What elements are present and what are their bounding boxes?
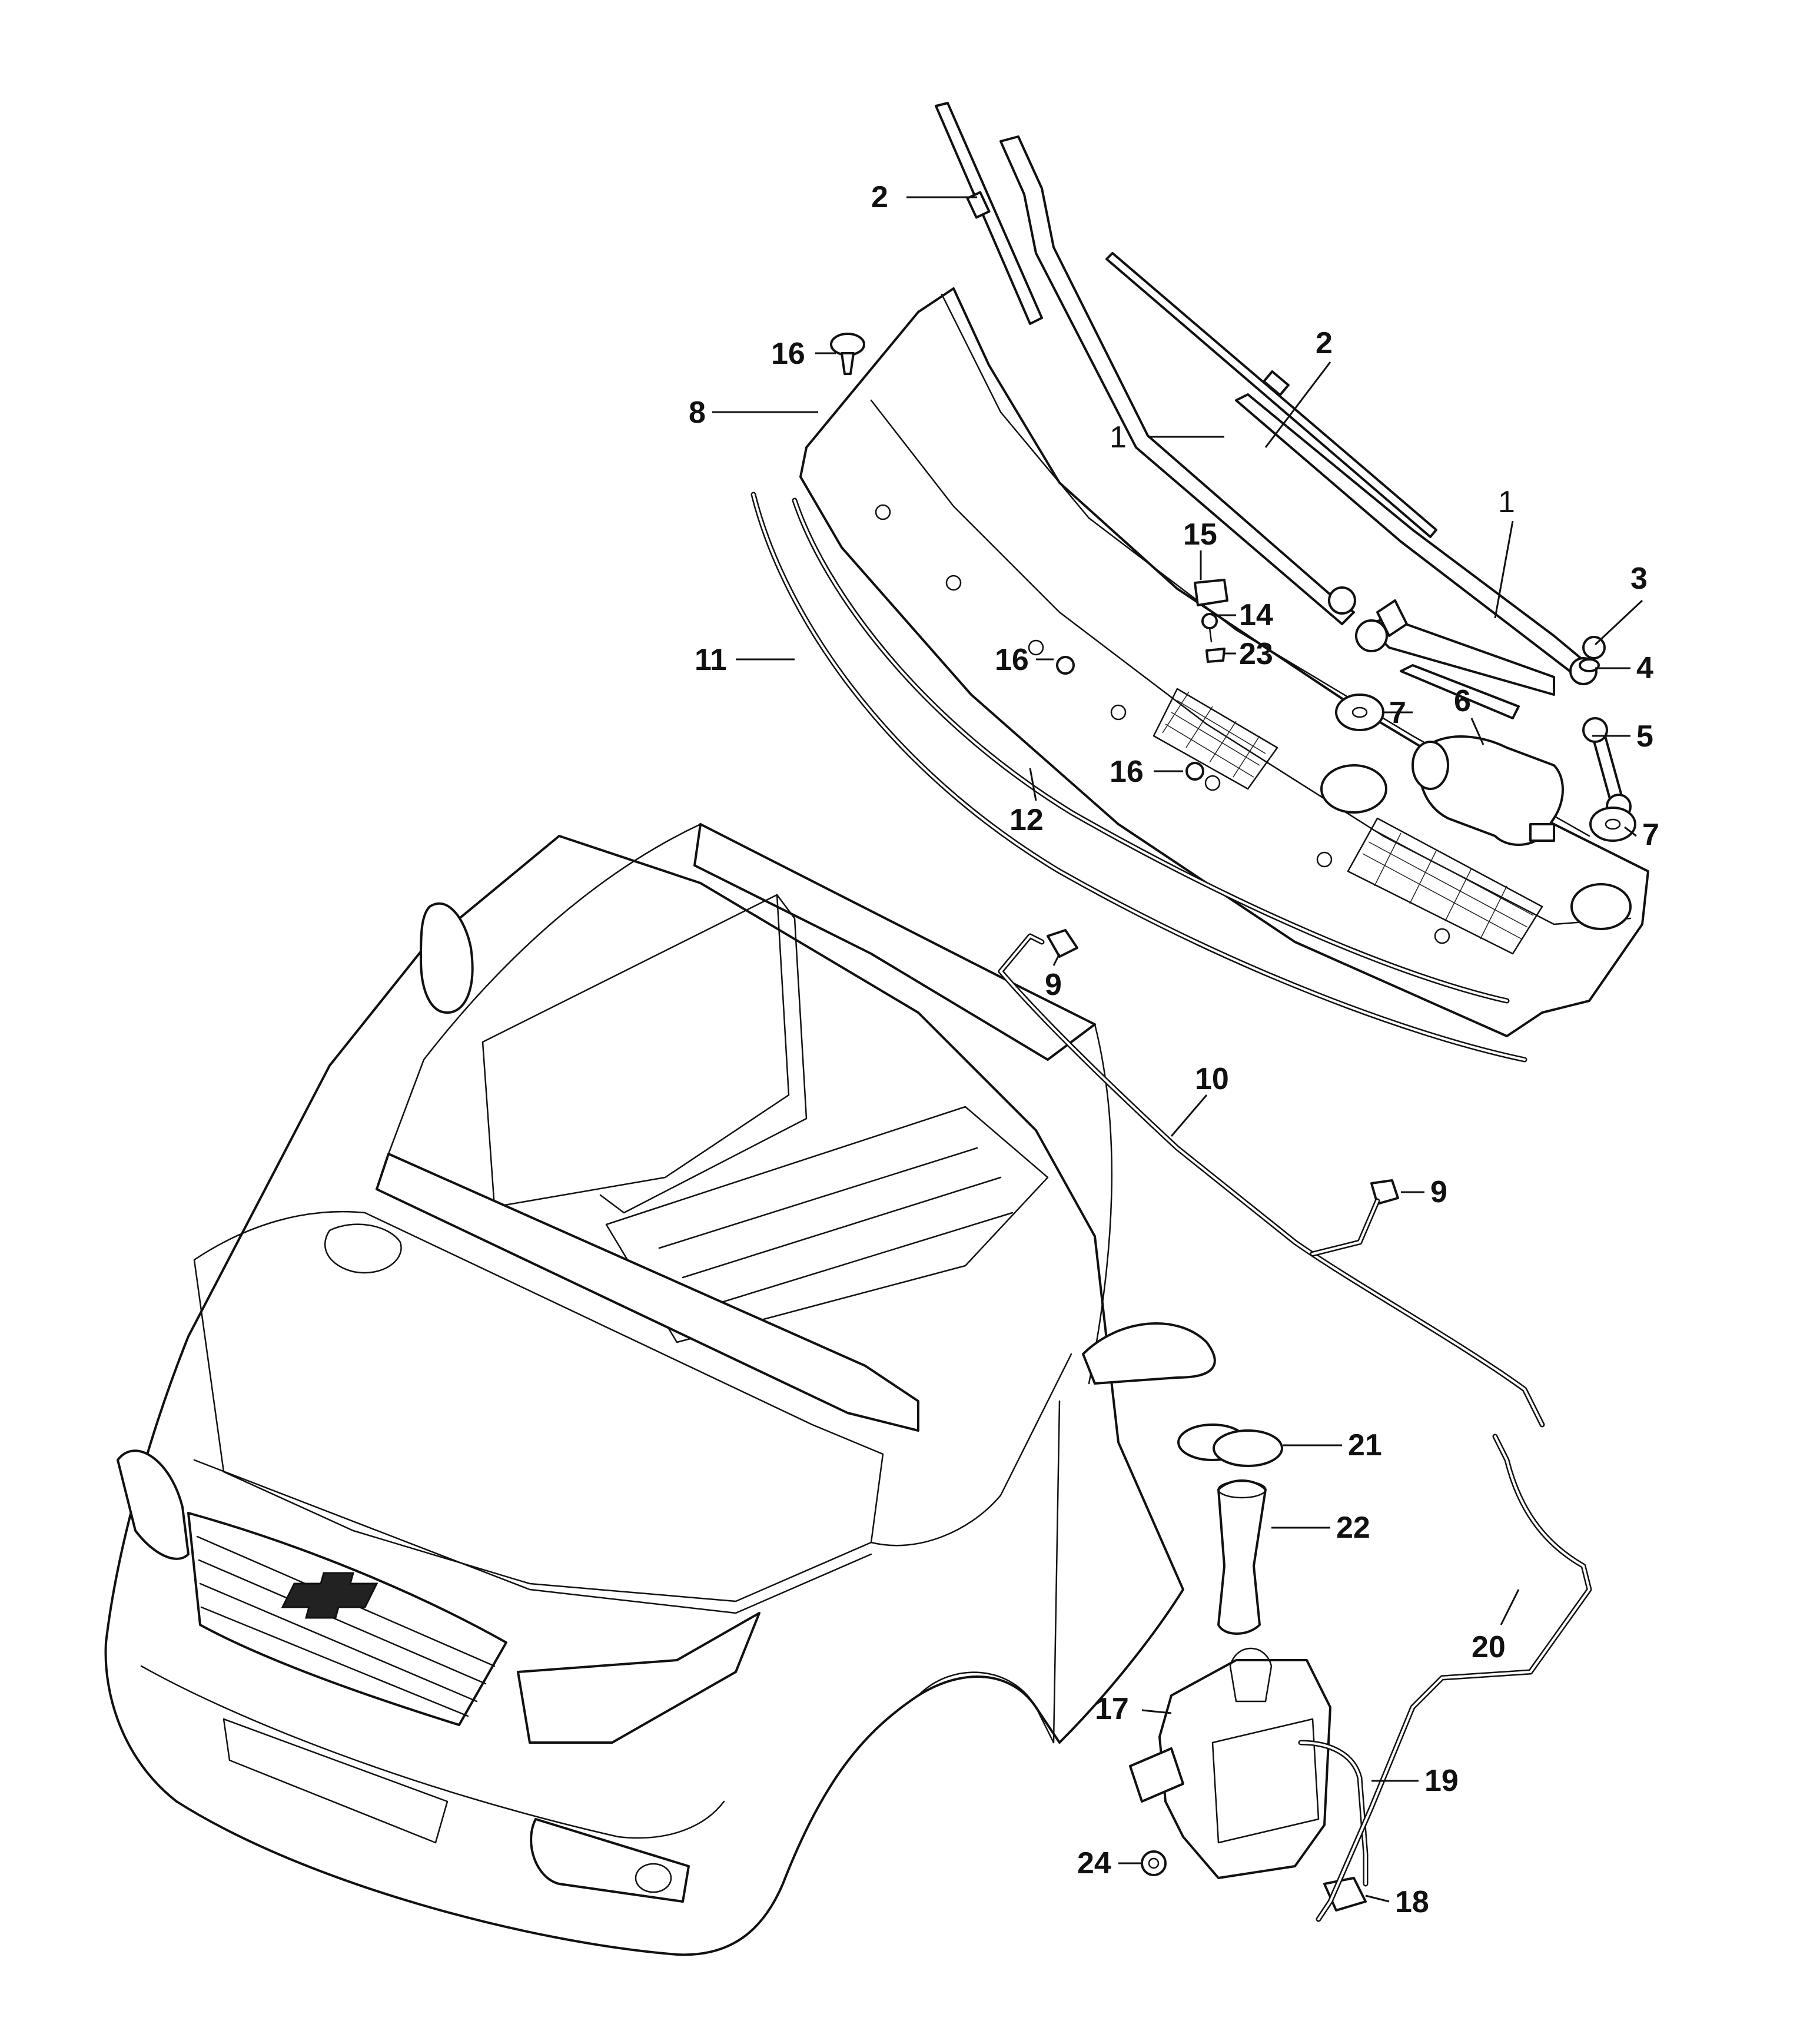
headlight-right	[517, 1612, 760, 1744]
callout-18: 18	[1395, 1885, 1429, 1919]
callout-12: 12	[1009, 803, 1044, 837]
cowl-seal-inner	[792, 497, 1510, 1004]
callout-9a: 9	[1045, 968, 1062, 1002]
filler-neck-22	[1217, 1479, 1267, 1635]
callout-3: 3	[1630, 562, 1648, 596]
b-pillar	[599, 894, 808, 1214]
cowl-spindle-hole-1	[1320, 764, 1387, 814]
clip-23	[1205, 648, 1225, 663]
wiper-linkage	[1355, 599, 1632, 819]
bolt-14	[1201, 613, 1218, 643]
pivot-washer-4	[1579, 658, 1600, 672]
wiper-blade-right	[1105, 252, 1437, 538]
cap-15	[1194, 579, 1228, 606]
cowl-panel-ridge	[870, 399, 1632, 925]
wheel-arch	[917, 1671, 1055, 1744]
lower-intake	[222, 1718, 449, 1844]
vehicle-front-body	[104, 823, 1216, 1956]
callout-7b: 7	[1642, 818, 1659, 852]
linkage-bracket	[1376, 599, 1408, 637]
grommet-7b	[1589, 807, 1636, 842]
washer-hose-lower-20	[1316, 1434, 1592, 1922]
seal-rings-21	[1177, 1424, 1283, 1467]
washer-reservoir-17	[1129, 1647, 1331, 1879]
wiper-blade-right-body	[1105, 252, 1437, 538]
callout-10: 10	[1195, 1062, 1229, 1096]
callout-21: 21	[1348, 1428, 1382, 1462]
headlight-left	[117, 1449, 190, 1560]
wiper-blade-left	[935, 102, 1043, 325]
washer-nozzle-9b	[1370, 1179, 1399, 1205]
pivot-nut-3	[1582, 636, 1606, 659]
cowl-grille-mesh-1	[1153, 688, 1278, 790]
push-clip-16b	[1056, 656, 1075, 675]
callout-14: 14	[1239, 598, 1273, 632]
callout-1b: 1	[1498, 485, 1515, 519]
washer-hose-upper	[998, 933, 1545, 1428]
push-clip-16a	[830, 333, 865, 375]
cowl-spindle-hole-2	[1570, 883, 1632, 930]
push-clip-16c	[1185, 762, 1204, 781]
washer-nozzle-9a	[1047, 929, 1078, 958]
brand-emblem	[281, 1572, 378, 1619]
wiper-motor-cap	[1412, 741, 1449, 790]
a-pillar-left	[387, 823, 702, 1155]
nut-24	[1141, 1850, 1167, 1876]
washer-hose-pump-19	[1298, 1740, 1369, 1887]
wiper-arm-right-body	[1235, 393, 1590, 678]
floor-ribs	[658, 1147, 1014, 1308]
cowl-panel	[799, 287, 1649, 1037]
callout-16c: 16	[1110, 755, 1144, 789]
cowl-clip-holes	[875, 504, 1450, 944]
callout-15: 15	[1183, 517, 1217, 552]
wiper-motor	[1412, 735, 1564, 846]
callout-19: 19	[1424, 1764, 1459, 1798]
callout-11: 11	[695, 643, 727, 677]
side-mirror-right	[1082, 1322, 1216, 1385]
grommet-7a	[1335, 694, 1384, 731]
callout-22: 22	[1336, 1511, 1370, 1545]
cowl-grille-mesh-2	[1347, 817, 1543, 955]
callout-2a: 2	[871, 180, 888, 214]
cowl-seal-outer	[750, 492, 1527, 1063]
grille	[187, 1512, 507, 1726]
body-cowl	[376, 1153, 919, 1432]
wiper-arm-left	[999, 135, 1356, 625]
a-pillar-right	[1088, 1023, 1113, 1385]
linkage-bar-lower	[1400, 664, 1520, 719]
strut-tower	[324, 1223, 402, 1274]
fog-light-lens	[635, 1863, 672, 1893]
side-mirror-left	[420, 902, 474, 1014]
lower-bumper	[140, 1665, 725, 1839]
door-opening	[481, 894, 790, 1208]
wiper-blade-left-body	[935, 102, 1043, 325]
callout-labels: 1 1 2 2 3 4 5 6 7 7 8 9 9 10 11 12 14 15…	[689, 180, 1659, 1919]
callout-2b: 2	[1316, 326, 1333, 360]
callout-16a: 16	[771, 337, 805, 371]
callout-20: 20	[1472, 1630, 1506, 1664]
callout-16b: 16	[995, 643, 1029, 677]
callout-6: 6	[1454, 684, 1471, 718]
callout-8: 8	[689, 396, 706, 430]
leader-lines	[712, 196, 1643, 1903]
windshield-frame	[693, 823, 1096, 1061]
radiator-support	[193, 1459, 872, 1614]
callout-7a: 7	[1389, 696, 1406, 730]
fender-line	[870, 1353, 1072, 1547]
callout-23: 23	[1239, 637, 1273, 671]
engine-bay	[193, 1210, 884, 1602]
callout-17: 17	[1095, 1692, 1129, 1726]
door-shutline	[1052, 1400, 1061, 1744]
callout-5: 5	[1636, 719, 1653, 754]
callout-24: 24	[1077, 1846, 1111, 1880]
callout-1a: 1	[1110, 420, 1127, 454]
callout-4: 4	[1636, 651, 1653, 685]
fog-light	[530, 1818, 690, 1903]
callout-9b: 9	[1430, 1175, 1447, 1209]
